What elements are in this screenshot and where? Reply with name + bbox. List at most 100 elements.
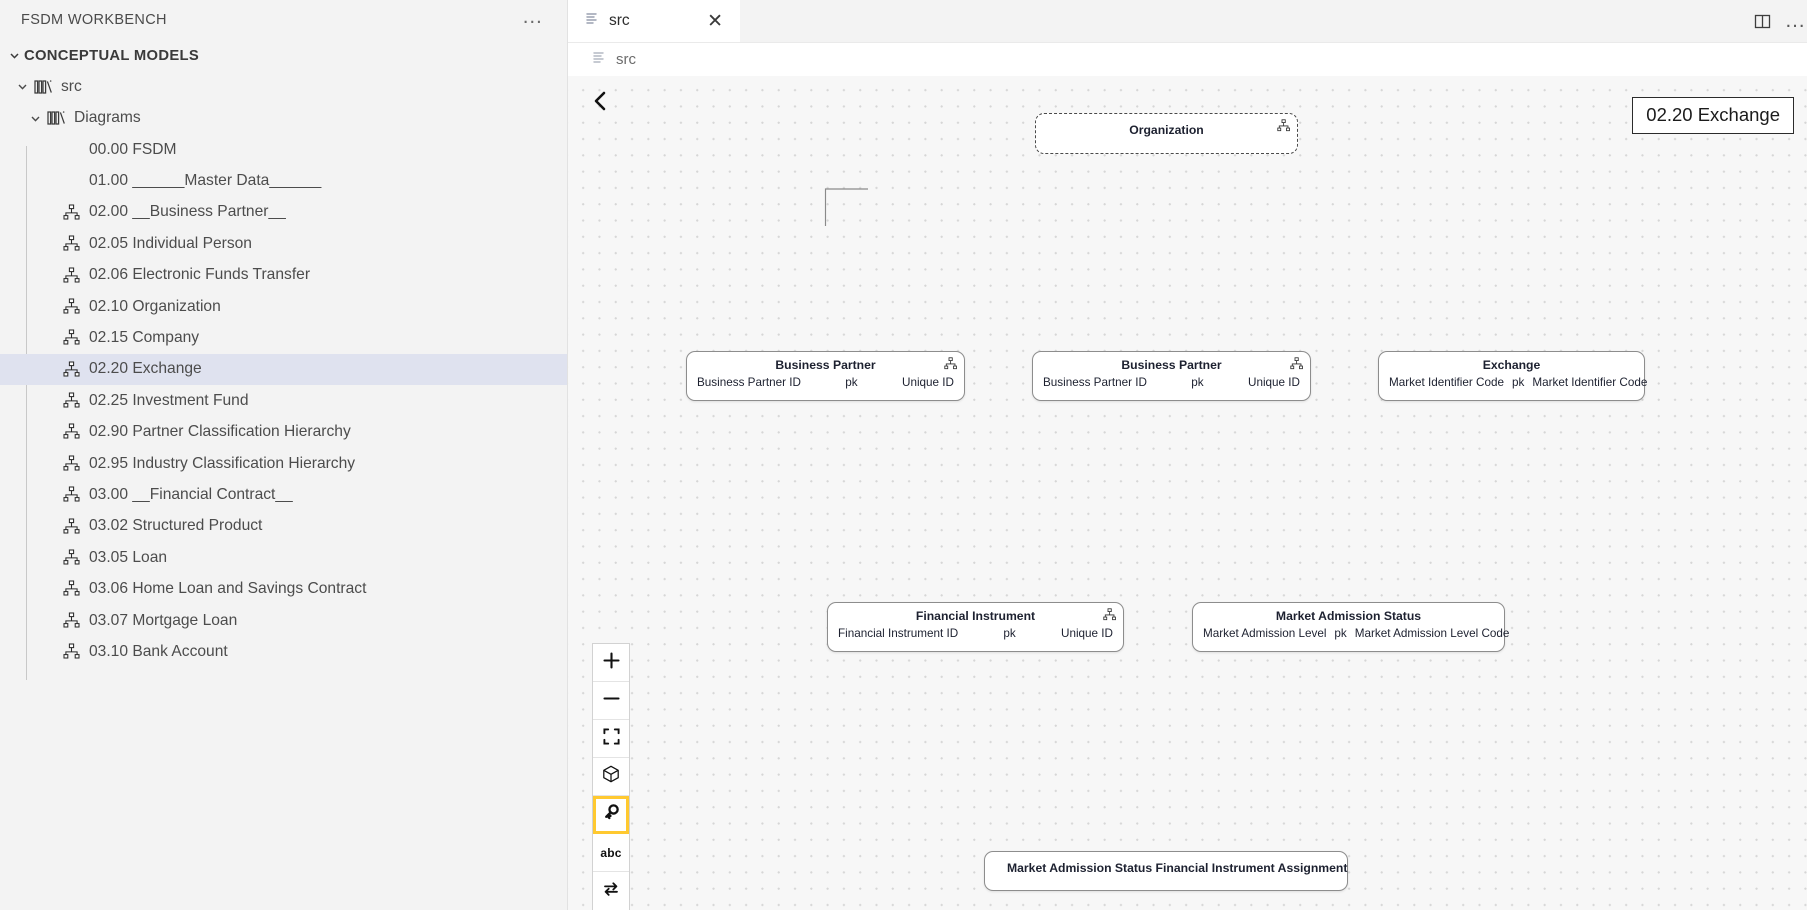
tree-item-01-00-master-data[interactable]: 01.00 ______Master Data______ [0, 165, 567, 196]
attribute-type: Unique ID [1248, 376, 1300, 389]
plus-icon [602, 651, 620, 674]
tree-item-label: 02.15 Company [89, 329, 200, 347]
tree-item-label: 02.00 __Business Partner__ [89, 203, 286, 221]
hierarchy-icon [60, 643, 82, 660]
tree-item-label: 01.00 ______Master Data______ [89, 172, 322, 190]
entity-title: Market Admission Status [1275, 609, 1422, 623]
tree-item-03-00-financial-contract[interactable]: 03.00 __Financial Contract__ [0, 479, 567, 510]
entity-title: Exchange [1482, 358, 1541, 372]
abc-text-icon: abc [600, 845, 622, 860]
entity-node-market-admission-status-financial-instrument-assignment[interactable]: Market Admission Status Financial Instru… [984, 851, 1348, 891]
tree-item-label: 02.10 Organization [89, 297, 221, 315]
tree-item-02-90-partner-classification-hierarchy[interactable]: 02.90 Partner Classification Hierarchy [0, 416, 567, 447]
attribute-name: Market Admission Level [1203, 627, 1327, 640]
tree-item-02-25-investment-fund[interactable]: 02.25 Investment Fund [0, 385, 567, 416]
chevron-down-icon[interactable] [25, 112, 45, 125]
tree-item-02-00-business-partner[interactable]: 02.00 __Business Partner__ [0, 197, 567, 228]
tree-item-label: src [61, 77, 82, 95]
tree-item-03-10-bank-account[interactable]: 03.10 Bank Account [0, 636, 567, 667]
tree-item-03-02-structured-product[interactable]: 03.02 Structured Product [0, 510, 567, 541]
tab-bar: src ✕ … [568, 0, 1807, 43]
tree-item-02-10-organization[interactable]: 02.10 Organization [0, 291, 567, 322]
close-icon[interactable]: ✕ [707, 10, 723, 32]
entity-title: Market Admission Status Financial Instru… [1007, 861, 1348, 875]
hierarchy-icon [60, 518, 82, 535]
tree-item-03-07-mortgage-loan[interactable]: 03.07 Mortgage Loan [0, 605, 567, 636]
tree-item-label: 02.95 Industry Classification Hierarchy [89, 454, 356, 472]
zoom-in-button[interactable] [593, 644, 629, 682]
lines-document-icon-breadcrumb [592, 50, 607, 70]
tree-item-label: 00.00 FSDM [89, 140, 177, 158]
entity-title: Business Partner [1121, 358, 1222, 372]
chevron-left-icon[interactable] [584, 84, 618, 118]
relations-button[interactable] [593, 872, 629, 910]
fit-screen-icon [602, 727, 620, 750]
tree-item-label: 03.07 Mortgage Loan [89, 611, 238, 629]
attribute-key-marker: pk [1191, 376, 1204, 389]
hierarchy-icon [1277, 119, 1290, 137]
tree-item-label: 03.10 Bank Account [89, 642, 228, 660]
zoom-out-button[interactable] [593, 682, 629, 720]
entity-attribute-row: Market Identifier Code pk Market Identifie… [1379, 374, 1648, 397]
sidebar-section-conceptual-models[interactable]: CONCEPTUAL MODELS [0, 40, 567, 71]
diagram-canvas[interactable]: 02.20 Exchange Organization Business Par… [568, 76, 1807, 910]
sidebar-header: FSDM WORKBENCH … [0, 0, 567, 40]
hierarchy-icon [60, 235, 82, 252]
attribute-key-marker: pk [1511, 376, 1525, 389]
tree-item-02-05-individual-person[interactable]: 02.05 Individual Person [0, 228, 567, 259]
hierarchy-icon [60, 298, 82, 315]
show-labels-button[interactable]: abc [593, 834, 629, 872]
tree-item-src[interactable]: src [0, 71, 567, 102]
attribute-name: Market Identifier Code [1389, 376, 1504, 389]
tree-item-label: 03.05 Loan [89, 548, 168, 566]
hierarchy-icon [60, 612, 82, 629]
tree-item-03-05-loan[interactable]: 03.05 Loan [0, 542, 567, 573]
ellipsis-icon[interactable]: … [521, 5, 545, 28]
show-keys-button[interactable] [593, 796, 629, 834]
sidebar: FSDM WORKBENCH … CONCEPTUAL MODELS src D… [0, 0, 568, 910]
sidebar-title: FSDM WORKBENCH [21, 12, 167, 28]
model-tree: src Diagrams 00.00 FSDM 01.00 ______Master… [0, 71, 567, 667]
tree-item-02-20-exchange[interactable]: 02.20 Exchange [0, 353, 567, 385]
attribute-name: Business Partner ID [697, 376, 801, 389]
tree-item-02-95-industry-classification-hierarchy[interactable]: 02.95 Industry Classification Hierarchy [0, 448, 567, 479]
chevron-down-icon[interactable] [12, 80, 32, 93]
fit-screen-button[interactable] [593, 720, 629, 758]
breadcrumb: src [568, 43, 1807, 76]
ellipsis-icon-tabbar[interactable]: … [1784, 9, 1807, 32]
sidebar-section-label: CONCEPTUAL MODELS [24, 47, 199, 64]
breadcrumb-label: src [616, 51, 636, 68]
attribute-type: Market Identifier Code [1532, 376, 1648, 389]
tree-item-02-15-company[interactable]: 02.15 Company [0, 322, 567, 353]
tree-item-label: 02.90 Partner Classification Hierarchy [89, 423, 351, 441]
edge-organization-business-partner-left [824, 188, 868, 226]
tree-item-02-06-electronic-funds-transfer[interactable]: 02.06 Electronic Funds Transfer [0, 259, 567, 290]
tab-src[interactable]: src ✕ [568, 0, 740, 42]
books-icon [45, 110, 67, 126]
hierarchy-icon [60, 204, 82, 221]
hierarchy-icon [944, 357, 957, 375]
entity-node-organization[interactable]: Organization [1035, 113, 1298, 154]
hierarchy-icon [60, 392, 82, 409]
hierarchy-icon [60, 361, 82, 378]
key-icon [602, 803, 620, 826]
tree-item-diagrams[interactable]: Diagrams [0, 102, 567, 133]
tree-item-03-06-home-loan-and-savings-contract[interactable]: 03.06 Home Loan and Savings Contract [0, 573, 567, 604]
attribute-name: Financial Instrument ID [838, 627, 959, 640]
tree-item-00-00-fsdm[interactable]: 00.00 FSDM [0, 134, 567, 165]
main-area: src ✕ … src [568, 0, 1807, 910]
tree-item-label: Diagrams [74, 109, 141, 127]
hierarchy-icon [60, 267, 82, 284]
tree-guide-line [26, 146, 27, 680]
split-editor-icon[interactable] [1743, 0, 1781, 42]
layers-3d-button[interactable] [593, 758, 629, 796]
